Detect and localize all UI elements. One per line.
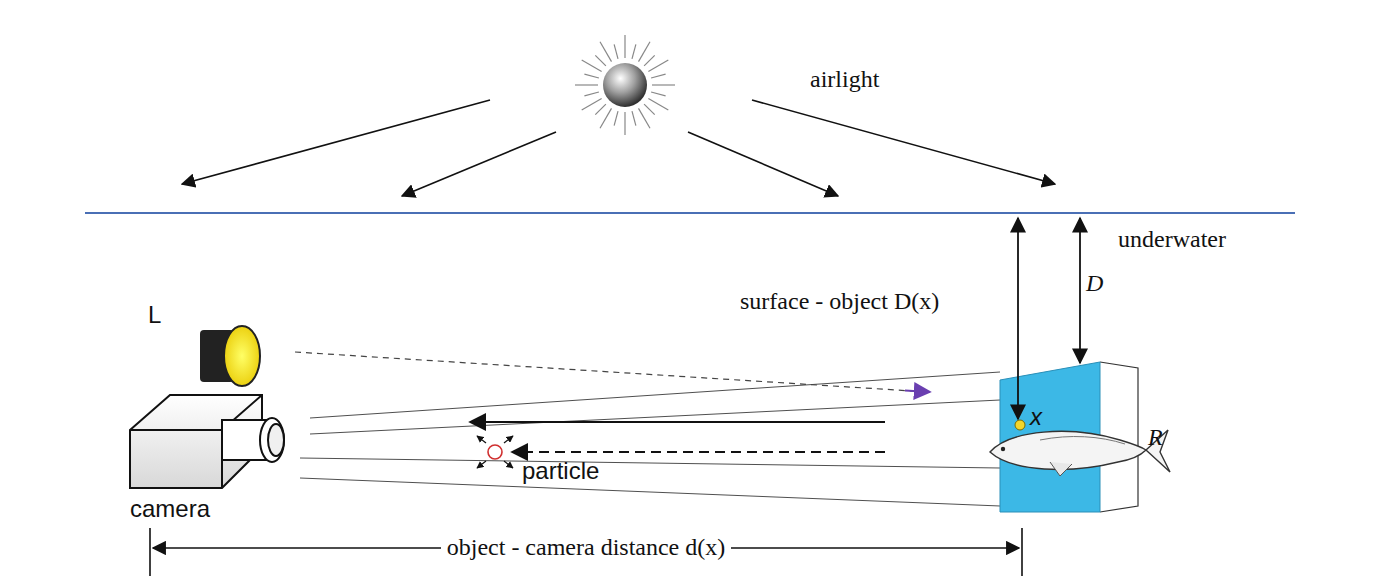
sun-ray (624, 112, 625, 135)
lamp-symbol (200, 326, 260, 386)
view-lines (300, 372, 1100, 510)
lamp-beam (295, 352, 928, 392)
sun-ray (632, 111, 636, 125)
sun-ray (584, 74, 598, 78)
sun-ray (624, 35, 625, 58)
airlight-arrows (182, 100, 1055, 196)
scene-label: R (1148, 424, 1163, 450)
sun-ray (644, 104, 655, 115)
sun-ray (582, 60, 602, 72)
lamp-beam-head (905, 391, 930, 393)
sun-ray (651, 74, 665, 78)
depth-label: surface - object D(x) (740, 288, 939, 314)
sun-ray (600, 108, 612, 128)
depth-arrows (1018, 218, 1080, 419)
point-label: x (1030, 404, 1042, 430)
sun-ray (582, 99, 602, 111)
sun-ray (595, 104, 606, 115)
water-surface (85, 212, 1295, 214)
sun-ray (651, 92, 665, 96)
point-x (1015, 420, 1025, 430)
camera-symbol (130, 395, 284, 488)
sun-ray (632, 44, 636, 58)
sun-ray (575, 84, 598, 85)
particle-symbol (477, 436, 513, 468)
camera-label: camera (130, 496, 210, 522)
sun-ray (595, 55, 606, 66)
fish (990, 430, 1170, 476)
depth-label: D (1086, 270, 1103, 296)
sun-ray (652, 84, 675, 85)
airlight-label: airlight (810, 66, 879, 92)
sun-ray (614, 44, 618, 58)
particle-label: particle (522, 458, 599, 484)
sun-ray (639, 108, 651, 128)
sun-ray (614, 111, 618, 125)
sun-ray (584, 92, 598, 96)
scattered-path (512, 451, 885, 453)
sun-ray (600, 42, 612, 62)
sun-ray (648, 60, 668, 72)
sun-ray (639, 42, 651, 62)
distance-dimension (150, 528, 1022, 576)
sun-ray (648, 99, 668, 111)
direct-path (470, 421, 885, 423)
sun-rays (575, 35, 675, 135)
distance-label: object - camera distance d(x) (441, 534, 732, 560)
lamp-label: L (148, 302, 161, 328)
sun-ray (644, 55, 655, 66)
sun (603, 63, 647, 107)
underwater-label: underwater (1118, 226, 1226, 252)
